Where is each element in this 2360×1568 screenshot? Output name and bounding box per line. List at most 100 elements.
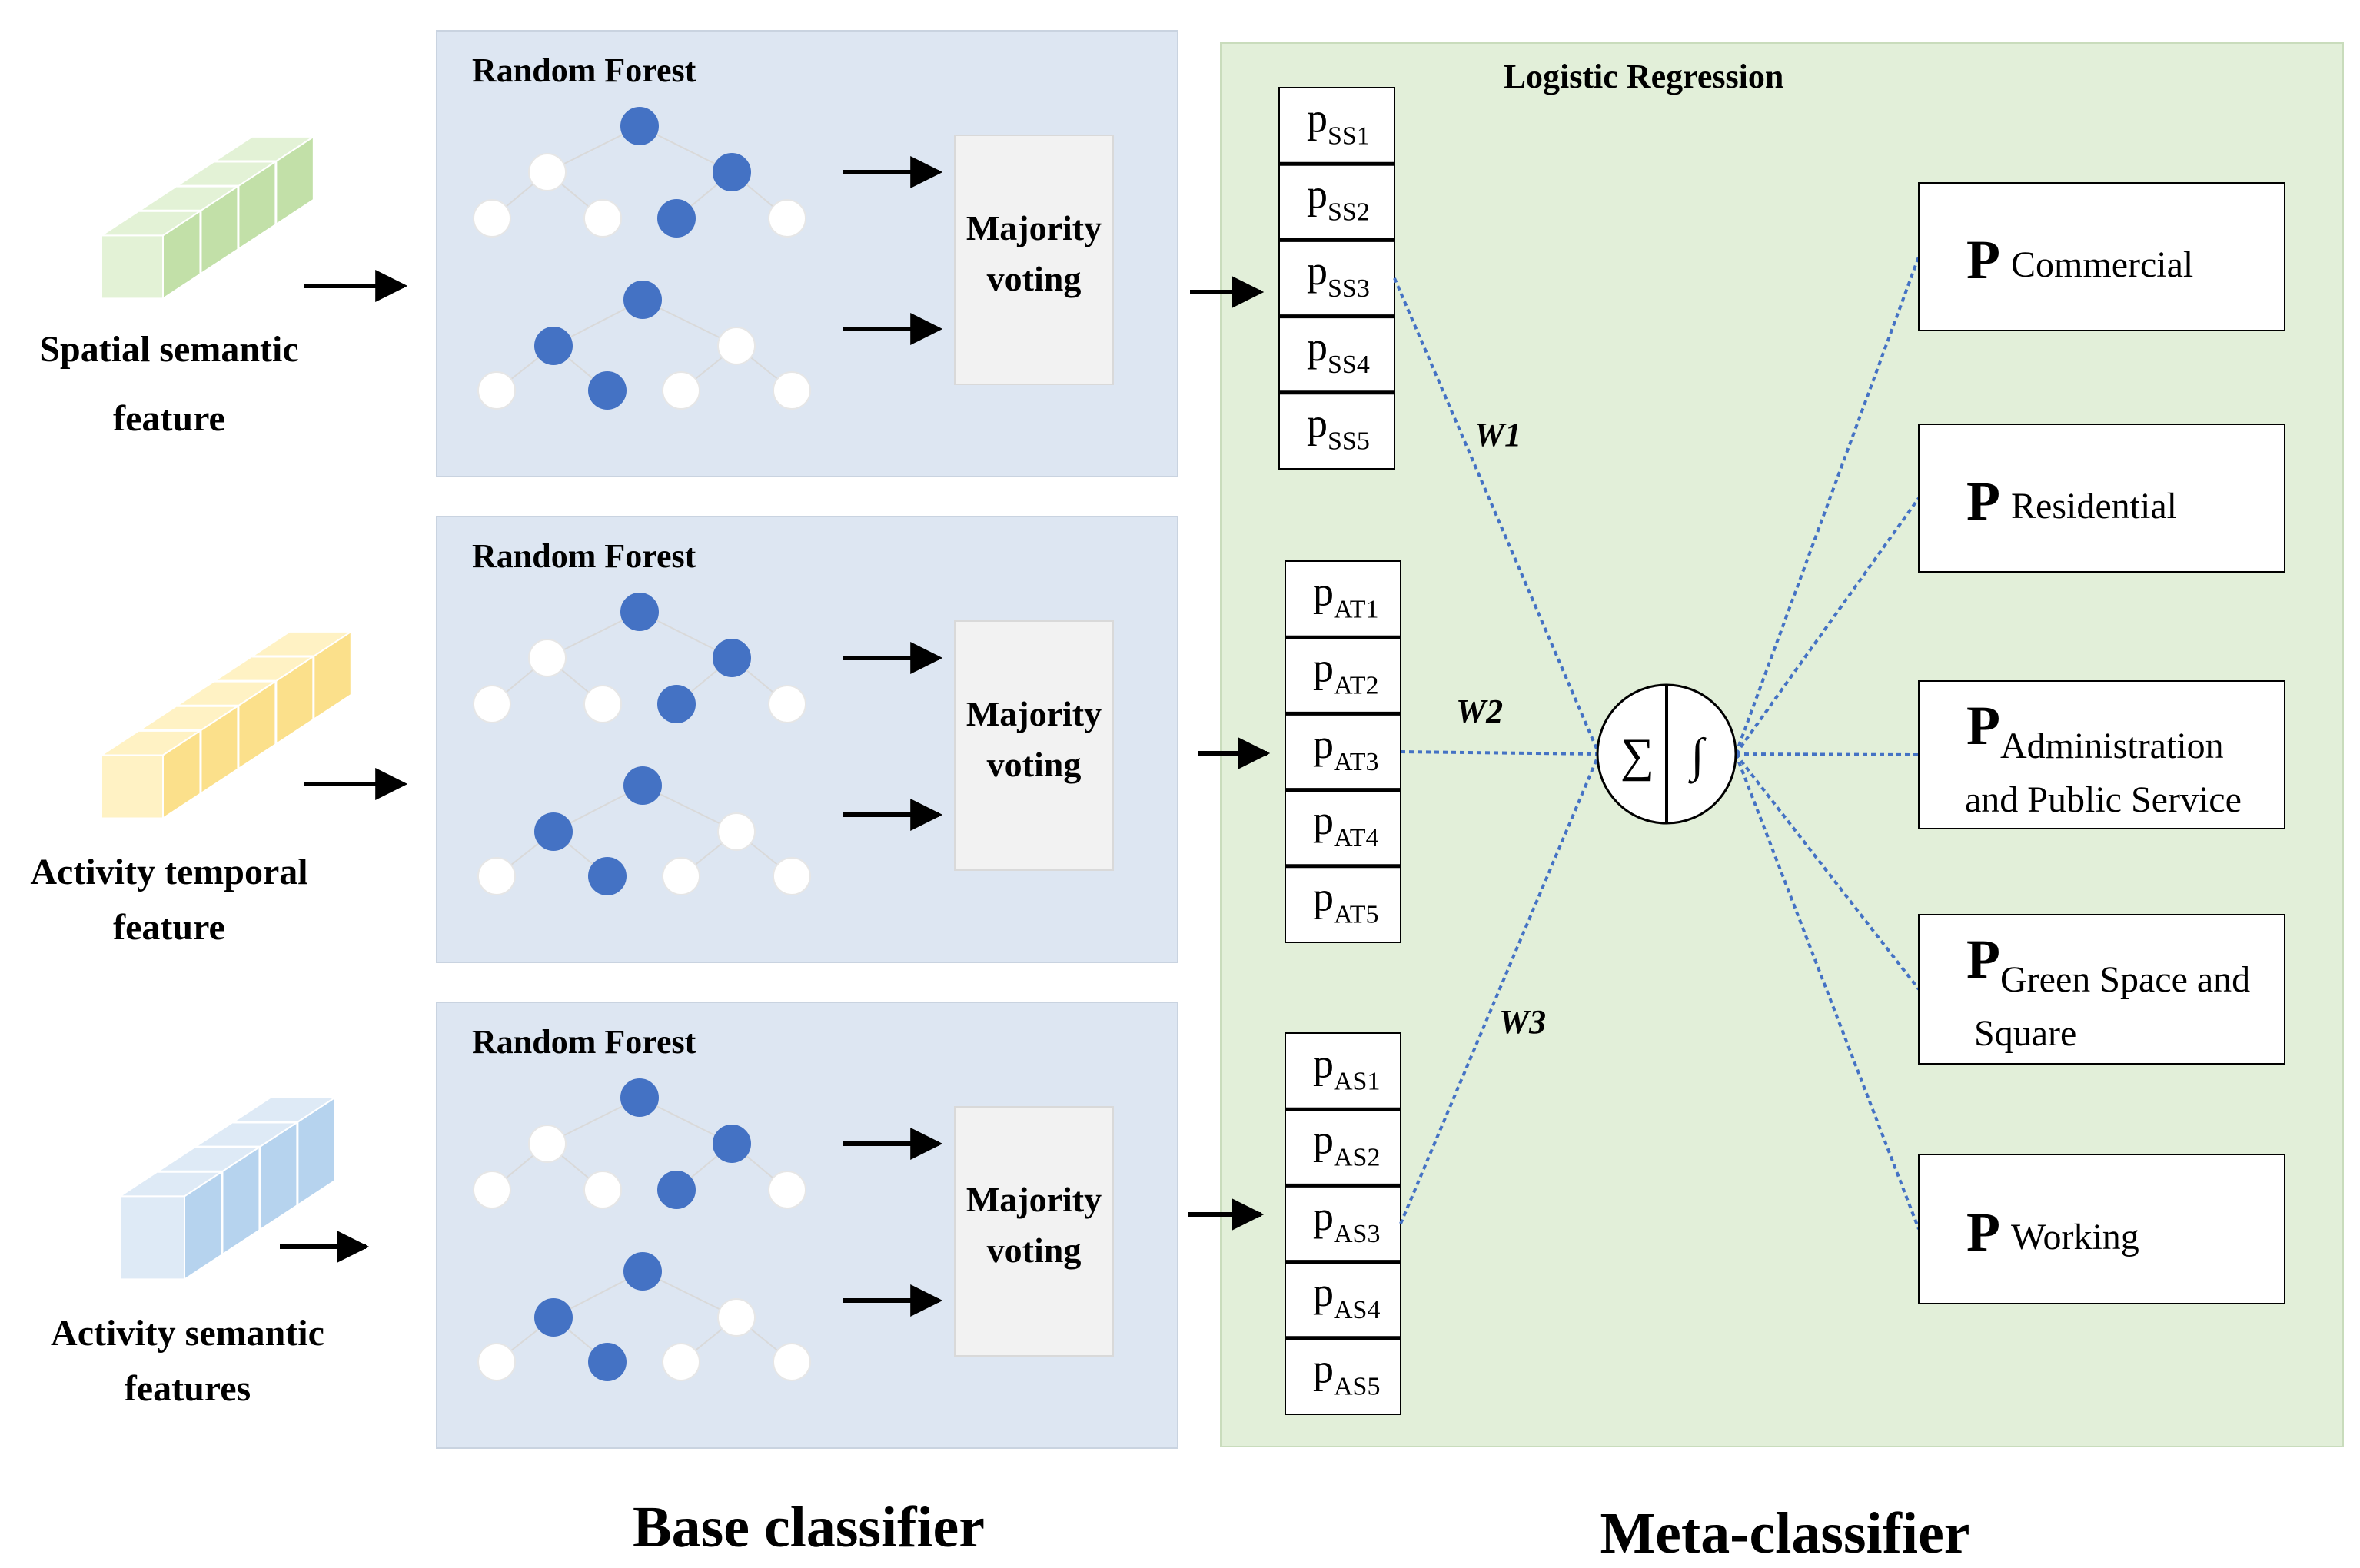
input-label: feature (113, 907, 225, 948)
tree-node (583, 1171, 622, 1209)
tree-node (477, 1343, 516, 1381)
tree-node (768, 685, 806, 723)
input-label: Activity semantic (51, 1313, 324, 1354)
tree-node (773, 857, 811, 895)
tree-node (657, 199, 696, 238)
tree-node (657, 685, 696, 723)
meta-panel-title: Logistic Regression (1504, 58, 1784, 95)
tree-node (662, 371, 700, 410)
tree-node (473, 685, 511, 723)
meta-classifier-label: Meta-classifier (1600, 1501, 1969, 1566)
integral-symbol: ∫ (1688, 729, 1707, 784)
majority-voting-label: voting (987, 1231, 1082, 1270)
majority-voting-label: Majority (966, 1180, 1102, 1219)
tree-node (534, 812, 573, 851)
output-label: Square (1974, 1013, 2076, 1054)
output-label: Administration (2000, 726, 2224, 766)
output-symbol: P (1966, 929, 2000, 990)
output-class-box: P Working (1918, 1154, 2285, 1304)
majority-voting-label: voting (987, 745, 1082, 784)
random-forest-title: Random Forest (472, 1023, 696, 1061)
tree-node (662, 1343, 700, 1381)
tree-node (588, 857, 627, 895)
base-classifier-label: Base classifier (633, 1495, 985, 1560)
tree-node (717, 812, 756, 851)
output-connection (1735, 752, 1920, 756)
output-label: Working (2011, 1217, 2139, 1257)
tree-node (588, 1343, 627, 1381)
majority-voting-label: voting (987, 259, 1082, 298)
tree-node (583, 685, 622, 723)
tree-node (528, 1125, 567, 1163)
input-label: Activity temporal (30, 852, 307, 892)
tree-node (473, 199, 511, 238)
output-class-box: P Commercial (1918, 182, 2285, 331)
output-symbol: P (1966, 470, 2000, 532)
weight-label-w2: W2 (1456, 693, 1503, 730)
sum-symbol: ∑ (1620, 729, 1654, 782)
input-label: Spatial semantic (39, 329, 298, 370)
majority-voting-label: Majority (966, 208, 1102, 247)
majority-voting-label: Majority (966, 694, 1102, 733)
weight-label-w1: W1 (1474, 416, 1521, 453)
tree-node (773, 371, 811, 410)
tree-node (623, 281, 662, 319)
input-label: feature (113, 398, 225, 439)
output-symbol: P (1966, 229, 2000, 291)
output-connection (1734, 752, 1920, 991)
tree-node (477, 857, 516, 895)
tree-node (713, 1125, 751, 1163)
output-label: Residential (2011, 486, 2177, 527)
majority-voting-box (954, 1106, 1114, 1357)
output-label: and Public Service (1965, 779, 2242, 820)
random-forest-title: Random Forest (472, 51, 696, 89)
input-feature-at: Activity temporal feature (30, 630, 408, 948)
tree-node (657, 1171, 696, 1209)
output-connection (1734, 753, 1920, 1230)
output-symbol: P (1966, 695, 2000, 756)
tree-node (662, 857, 700, 895)
majority-voting-box (954, 135, 1114, 385)
tree-node (534, 1298, 573, 1337)
tree-node (620, 107, 659, 145)
tree-node (717, 327, 756, 365)
input-feature-ss: Spatial semantic feature (39, 135, 408, 439)
tree-node (583, 199, 622, 238)
tree-node (768, 1171, 806, 1209)
tree-node (588, 371, 627, 410)
tree-node (473, 1171, 511, 1209)
output-connection (1734, 256, 1920, 755)
probability-cell: pAT3 (1313, 721, 1379, 776)
output-label: Green Space and (2000, 959, 2250, 1000)
input-feature-as: Activity semantic features (51, 1096, 370, 1409)
tree-node (534, 327, 573, 365)
tree-node (623, 766, 662, 805)
tree-node (477, 371, 516, 410)
input-label: features (125, 1368, 251, 1409)
tree-node (620, 593, 659, 631)
tree-node (773, 1343, 811, 1381)
tree-node (717, 1298, 756, 1337)
tree-node (713, 153, 751, 191)
weighted-connection (1393, 277, 1600, 755)
tree-node (768, 199, 806, 238)
tree-node (713, 639, 751, 677)
tree-node (528, 153, 567, 191)
tree-node (620, 1078, 659, 1117)
random-forest-title: Random Forest (472, 537, 696, 575)
weight-label-w3: W3 (1499, 1003, 1546, 1041)
output-label: Commercial (2011, 244, 2193, 285)
majority-voting-box (954, 620, 1114, 871)
tree-node (623, 1252, 662, 1291)
output-symbol: P (1966, 1201, 2000, 1263)
weighted-connection (1399, 753, 1600, 1224)
